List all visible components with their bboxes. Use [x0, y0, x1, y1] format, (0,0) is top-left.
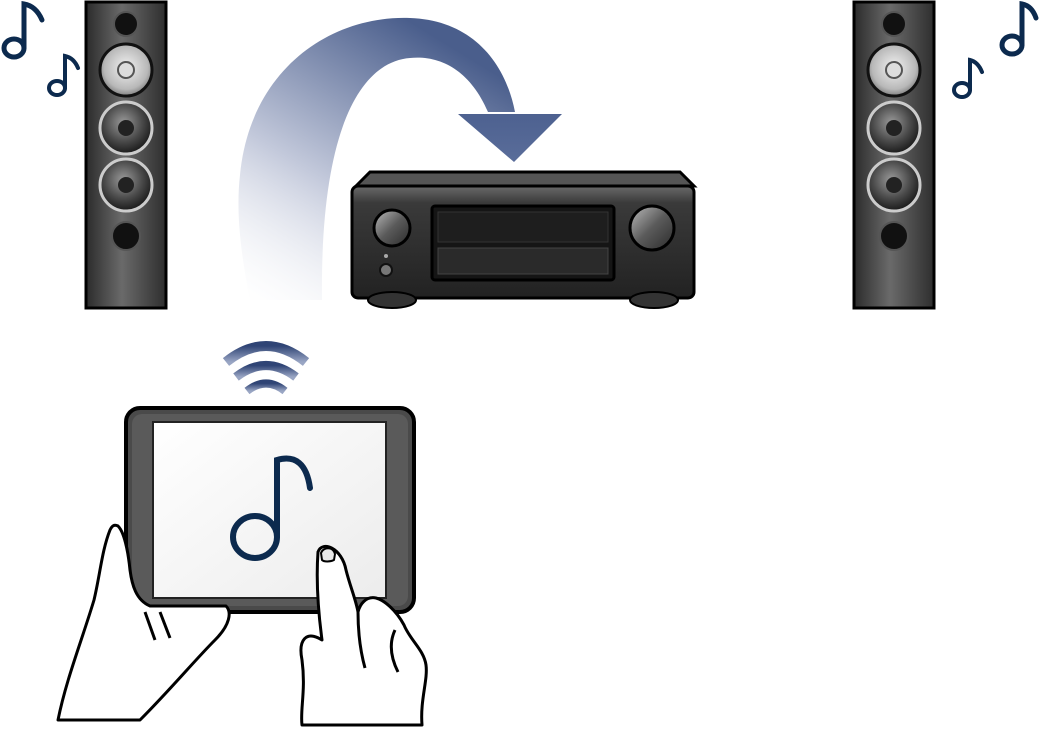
music-note-icon [47, 53, 80, 97]
streaming-arrow-icon [238, 17, 562, 300]
right-hand [299, 545, 428, 727]
left-hand [56, 523, 231, 722]
music-note-icon [230, 455, 313, 561]
wifi-signal-icon [222, 341, 310, 395]
music-note-icon [952, 57, 984, 99]
music-note-icon [1, 1, 45, 60]
tablet-icon [56, 406, 428, 727]
music-note-icon [999, 0, 1039, 57]
av-receiver-icon [350, 170, 698, 309]
speaker-icon [84, 0, 168, 310]
speaker-icon [852, 0, 936, 310]
